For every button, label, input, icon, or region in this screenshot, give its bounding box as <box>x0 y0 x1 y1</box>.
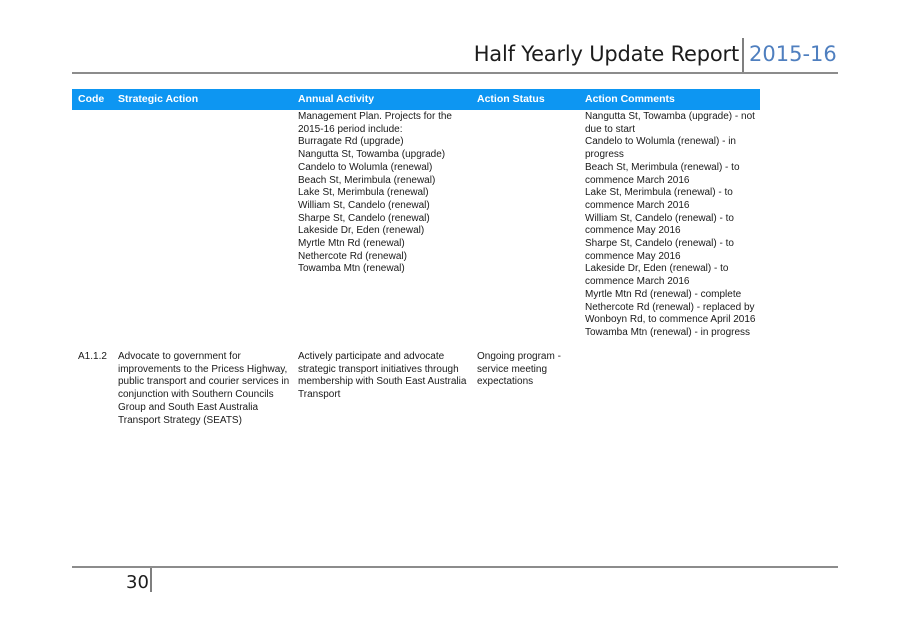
row-2-action-status: Ongoing program - service meeting expect… <box>477 351 561 388</box>
footer-rule <box>72 566 838 568</box>
row-2-code: A1.1.2 <box>78 351 107 362</box>
footer-divider <box>150 568 152 592</box>
page-number: 30 <box>126 572 149 593</box>
report-title-block: Half Yearly Update Report 2015-16 <box>0 38 909 72</box>
row-1-annual-activity: Management Plan. Projects for the 2015-1… <box>298 111 452 275</box>
table-header: Code Strategic Action Annual Activity Ac… <box>72 89 760 110</box>
row-2-annual-activity: Actively participate and advocate strate… <box>298 351 467 401</box>
header-rule <box>72 72 838 74</box>
column-header-annual-activity: Annual Activity <box>298 93 375 105</box>
column-header-action-status: Action Status <box>477 93 545 105</box>
column-header-action-comments: Action Comments <box>585 93 675 105</box>
report-year: 2015-16 <box>749 42 837 66</box>
column-header-code: Code <box>78 93 105 105</box>
row-1-action-comments: Nangutta St, Towamba (upgrade) - not due… <box>585 111 756 338</box>
report-title: Half Yearly Update Report <box>473 42 740 66</box>
header-divider <box>742 38 744 72</box>
row-2-strategic-action: Advocate to government for improvements … <box>118 351 290 426</box>
column-header-strategic-action: Strategic Action <box>118 93 199 105</box>
